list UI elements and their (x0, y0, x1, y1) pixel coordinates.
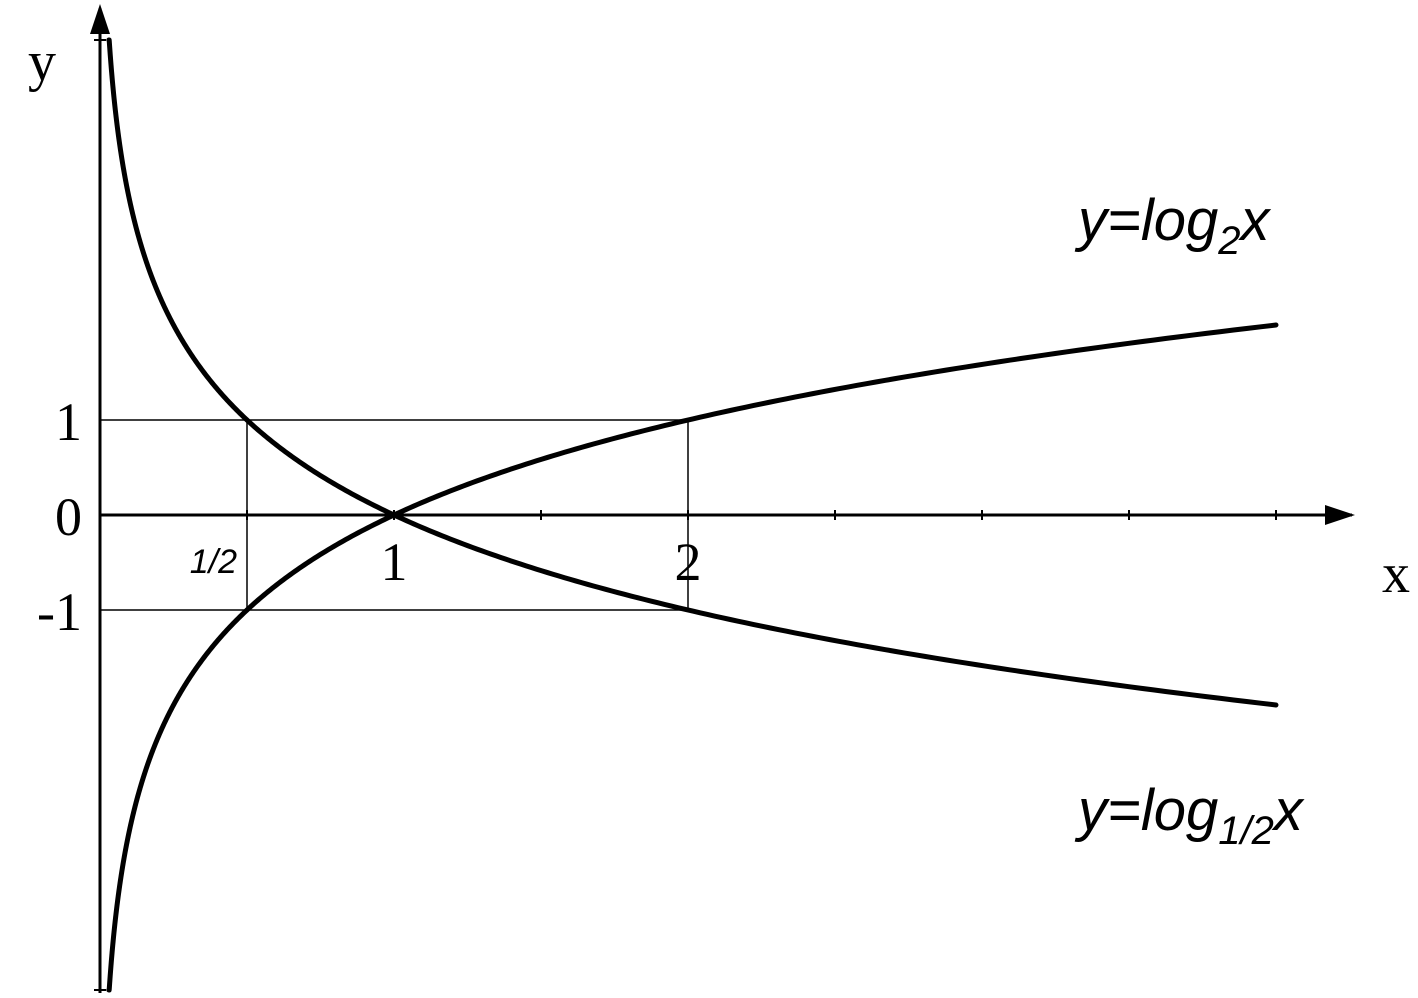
x-tick-label-0: 1/2 (190, 543, 237, 581)
series-label-log1-2-sub: 1/2 (1218, 809, 1274, 853)
series-label-log1-2-tail: x (1271, 778, 1305, 843)
series-label-log1-2: y=log1/2x (1074, 778, 1305, 853)
y-tick-label-0: 1 (55, 392, 82, 452)
x-axis-title: x (1382, 543, 1410, 605)
series-label-log2-tail: x (1238, 188, 1272, 253)
y-axis-arrowhead (90, 4, 110, 34)
curves (106, 37, 1279, 993)
series-label-log2-sub: 2 (1217, 219, 1240, 263)
y-tick-labels: 1 0 -1 (37, 392, 82, 642)
series-label-log1-2-main: y=log (1074, 778, 1218, 843)
series-label-log2: y=log2x (1074, 188, 1272, 263)
series-line-log2 (106, 322, 1279, 993)
x-axis-arrowhead (1325, 505, 1355, 525)
y-axis-title: y (28, 31, 56, 93)
series-line-log1-2 (106, 37, 1279, 708)
x-axis-ticks (246, 510, 1277, 520)
x-tick-label-2: 2 (675, 532, 702, 592)
y-tick-label-1: 0 (55, 487, 82, 547)
x-tick-label-1: 1 (381, 532, 408, 592)
x-tick-labels: 1/2 1 2 (190, 532, 702, 592)
y-tick-label-2: -1 (37, 582, 82, 642)
series-label-log2-main: y=log (1074, 188, 1218, 253)
